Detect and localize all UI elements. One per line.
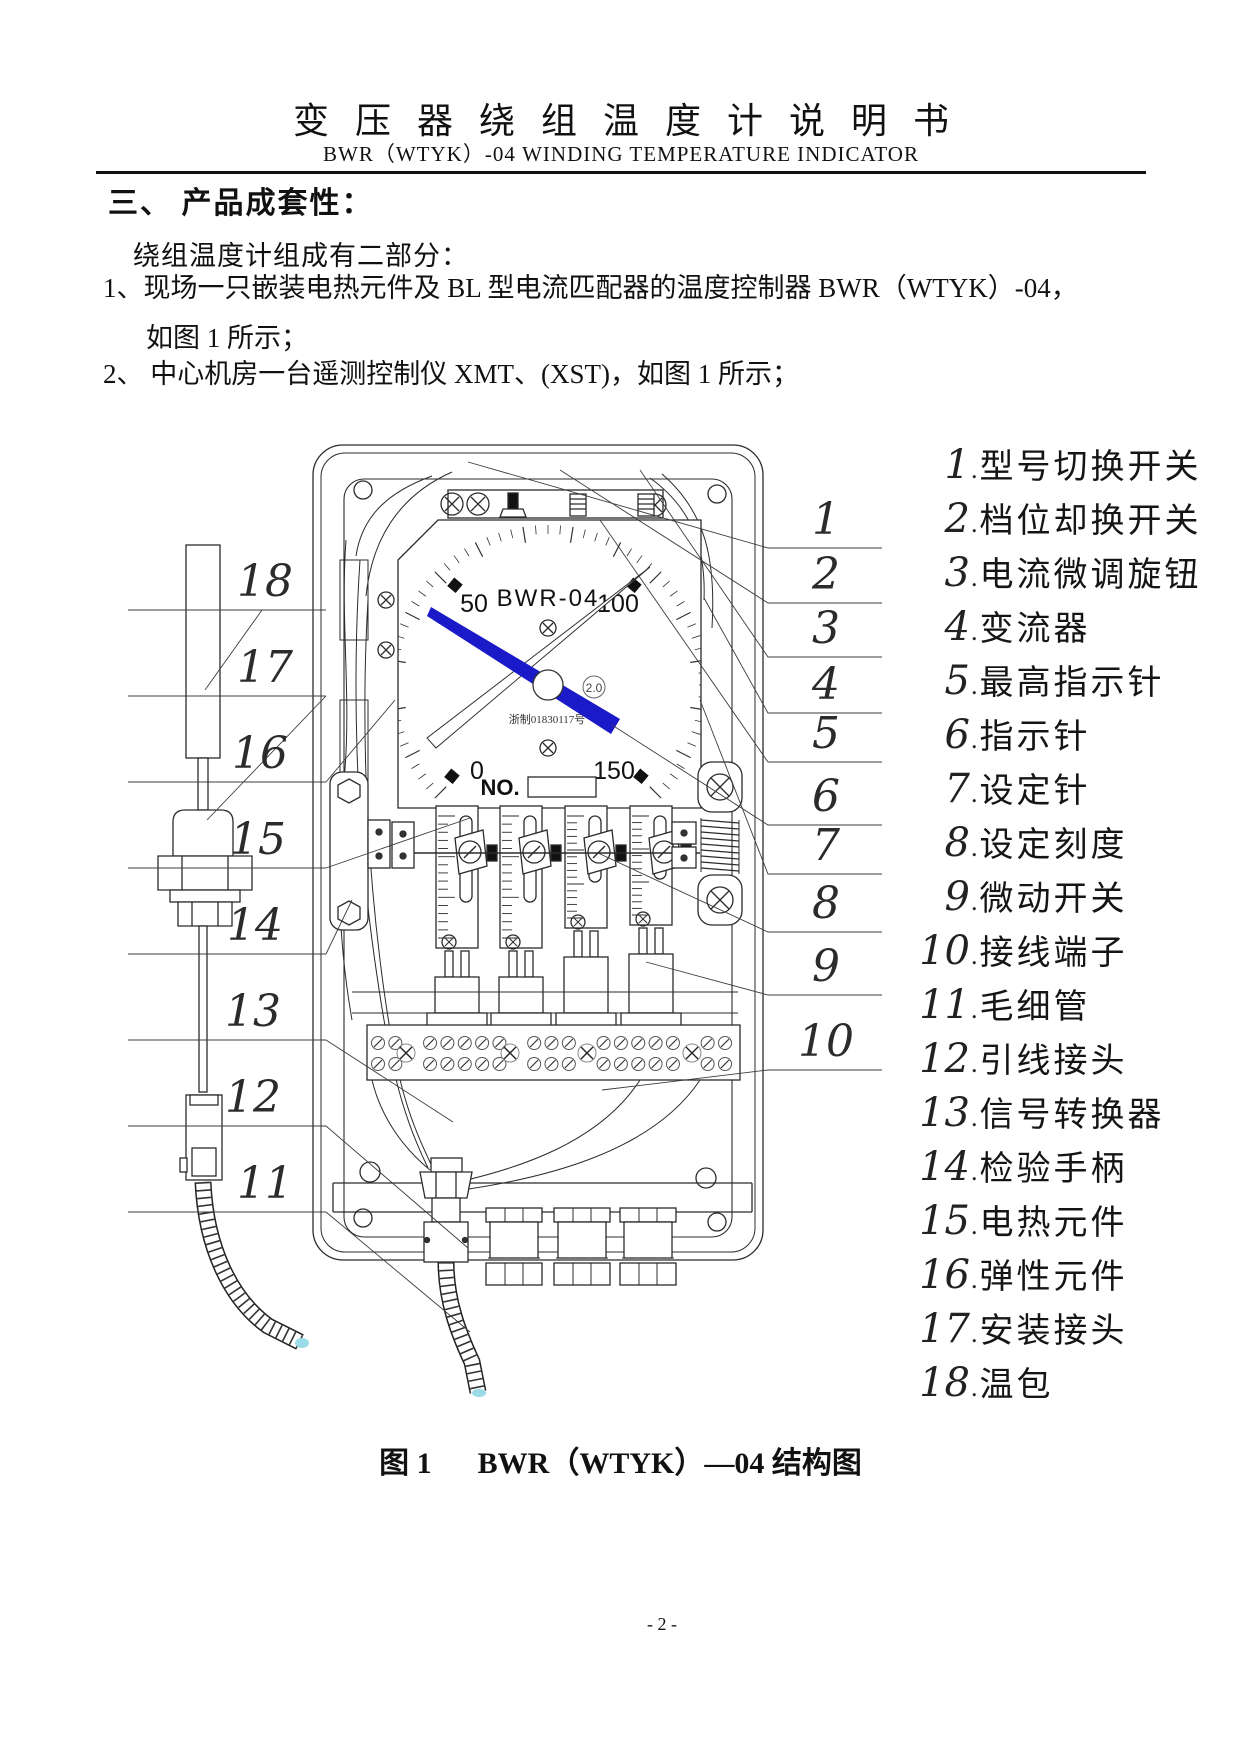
strip-cross-screw (396, 1043, 702, 1063)
terminal-strip (366, 1024, 741, 1081)
legend-item: 14.检验手柄 (919, 1144, 1128, 1190)
corner-hole (353, 480, 373, 500)
wiring (338, 471, 714, 1191)
legend-item: 3.电流微调旋钮 (944, 550, 1202, 596)
callout-9: 9 (812, 941, 840, 992)
section-intro: 绕组温度计组成有二部分： (133, 241, 469, 271)
callout-6: 6 (812, 771, 840, 822)
legend-item: 10.接线端子 (919, 928, 1128, 974)
callout-16: 16 (232, 728, 288, 779)
max-pointer (426, 566, 651, 749)
legend-item: 1.型号切换开关 (944, 442, 1202, 488)
callout-14: 14 (227, 900, 283, 951)
callout-11: 11 (237, 1158, 293, 1209)
legend-item: 2.档位却换开关 (944, 496, 1202, 542)
callout-4: 4 (811, 659, 840, 710)
panel-hole (695, 1167, 717, 1189)
flex-conduit-bottom (437, 1261, 487, 1397)
legend-item: 9.微动开关 (944, 874, 1128, 920)
legend-item: 7.设定针 (944, 766, 1091, 812)
model-switch-bar (440, 489, 667, 523)
legend-item: 11.毛细管 (919, 982, 1091, 1028)
setting-sliders (426, 805, 692, 1030)
list-item-2: 2、 中心机房一台遥测控制仪 XMT、(XST)，如图 1 所示； (103, 359, 799, 389)
corner-hole (353, 1208, 373, 1228)
section-heading: 三、 产品成套性： (108, 187, 374, 220)
callout-12: 12 (225, 1072, 281, 1123)
legend-item: 4.变流器 (944, 604, 1091, 650)
diamond-mark (444, 577, 649, 785)
maker-text: 浙制01830117号 (509, 713, 586, 726)
probe-bulb (185, 544, 221, 759)
lead-connector (179, 1094, 223, 1181)
dial-screw (539, 619, 557, 757)
mount-block (172, 809, 234, 857)
legend-item: 16.弹性元件 (919, 1252, 1128, 1298)
callout-7: 7 (812, 820, 840, 871)
serial-label: NO. (480, 775, 519, 800)
leader-lines (128, 461, 882, 1333)
figure-1-drawing: 50 100 0 150 BWR-04 2.0 浙制01830117号 NO. (128, 444, 882, 1397)
legend-item: 8.设定刻度 (944, 820, 1128, 866)
temperature-probe (157, 544, 309, 1350)
callout-3: 3 (812, 603, 840, 654)
spring-coil (700, 818, 740, 874)
cross-screw (377, 591, 395, 659)
corner-hole (707, 1212, 727, 1232)
legend-item: 15.电热元件 (919, 1198, 1128, 1244)
callout-17: 17 (237, 642, 293, 693)
indicating-needle (427, 607, 620, 734)
dial-label-0: 0 (470, 757, 484, 785)
switch-knob (499, 492, 527, 518)
callout-8: 8 (812, 878, 840, 929)
callout-1: 1 (812, 494, 840, 545)
header-rule (96, 171, 1146, 174)
gauge-dial: 50 100 0 150 BWR-04 2.0 浙制01830117号 NO. (397, 519, 702, 809)
legend-item: 5.最高指示针 (944, 658, 1165, 704)
list-item-1-cont: 如图 1 所示； (146, 323, 308, 353)
callout-2: 2 (811, 549, 840, 600)
callout-13: 13 (225, 986, 281, 1037)
callout-5: 5 (812, 708, 840, 759)
dial-label-150: 150 (593, 757, 635, 785)
callout-10: 10 (798, 1016, 854, 1067)
switch-stem (569, 493, 655, 517)
figure-legend: 1.型号切换开关 2.档位却换开关 3.电流微调旋钮 4.变流器 5.最高指示针… (918, 438, 1202, 1410)
legend-item: 12.引线接头 (919, 1036, 1128, 1082)
legend-item: 6.指示针 (944, 712, 1091, 758)
cable-gland-left (419, 1157, 473, 1263)
panel-hole (359, 1161, 381, 1183)
page-subtitle: BWR（WTYK）-04 WINDING TEMPERATURE INDICAT… (323, 142, 919, 166)
callout-15: 15 (230, 814, 286, 865)
needle-hub (532, 669, 564, 701)
dial-label-50: 50 (460, 590, 488, 618)
cable-glands (485, 1207, 677, 1286)
gauge-model: BWR-04 (497, 585, 600, 612)
flex-conduit-probe (194, 1181, 309, 1350)
legend-item: 13.信号转换器 (919, 1090, 1165, 1136)
page-title: 变压器绕组温度计说明书 (292, 101, 975, 141)
corner-hole (707, 484, 727, 504)
callout-18: 18 (237, 556, 293, 607)
legend-item: 17.安装接头 (919, 1306, 1128, 1352)
current-transformer (671, 761, 743, 926)
capillary-tube (198, 925, 208, 1093)
accuracy-class: 2.0 (586, 681, 603, 695)
serial-box (527, 776, 597, 798)
list-item-1: 1、现场一只嵌装电热元件及 BL 型电流匹配器的温度控制器 BWR（WTYK）-… (103, 273, 1078, 303)
page-number: - 2 - (647, 1614, 677, 1634)
legend-item: 18.温包 (919, 1360, 1054, 1406)
